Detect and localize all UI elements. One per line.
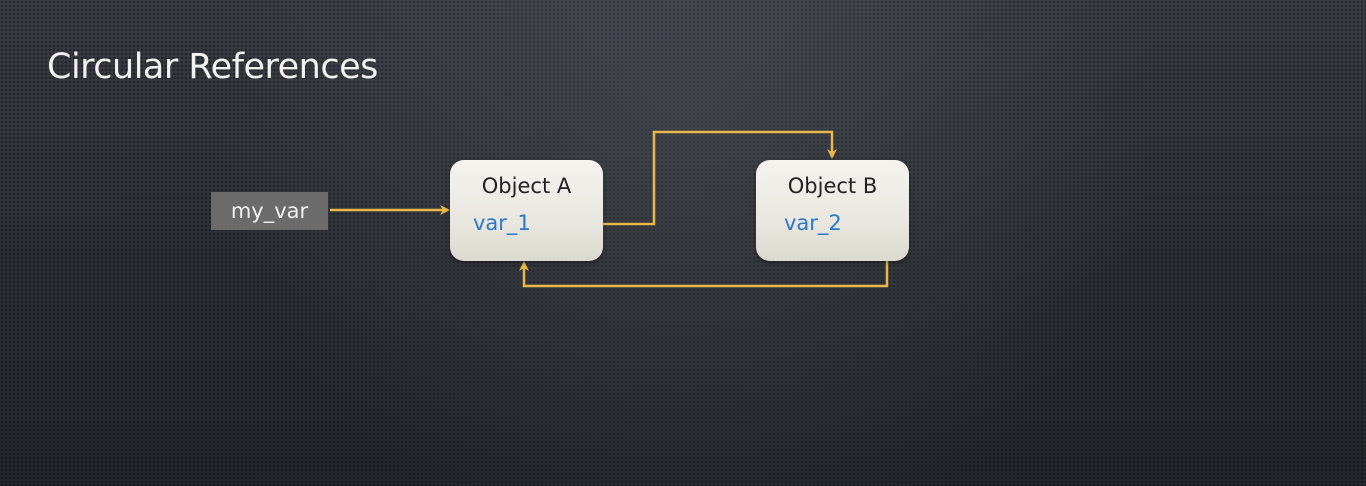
object-b-title: Object B [787,174,878,198]
variable-my-var: my_var [211,192,328,230]
object-b-box: Object B var_2 [756,160,909,261]
object-a-box: Object A var_1 [450,160,603,261]
object-b-field-var-2: var_2 [784,211,842,235]
object-a-title: Object A [481,174,572,198]
slide-title: Circular References [47,47,378,87]
object-a-field-var-1: var_1 [473,211,531,235]
variable-label: my_var [230,199,309,223]
